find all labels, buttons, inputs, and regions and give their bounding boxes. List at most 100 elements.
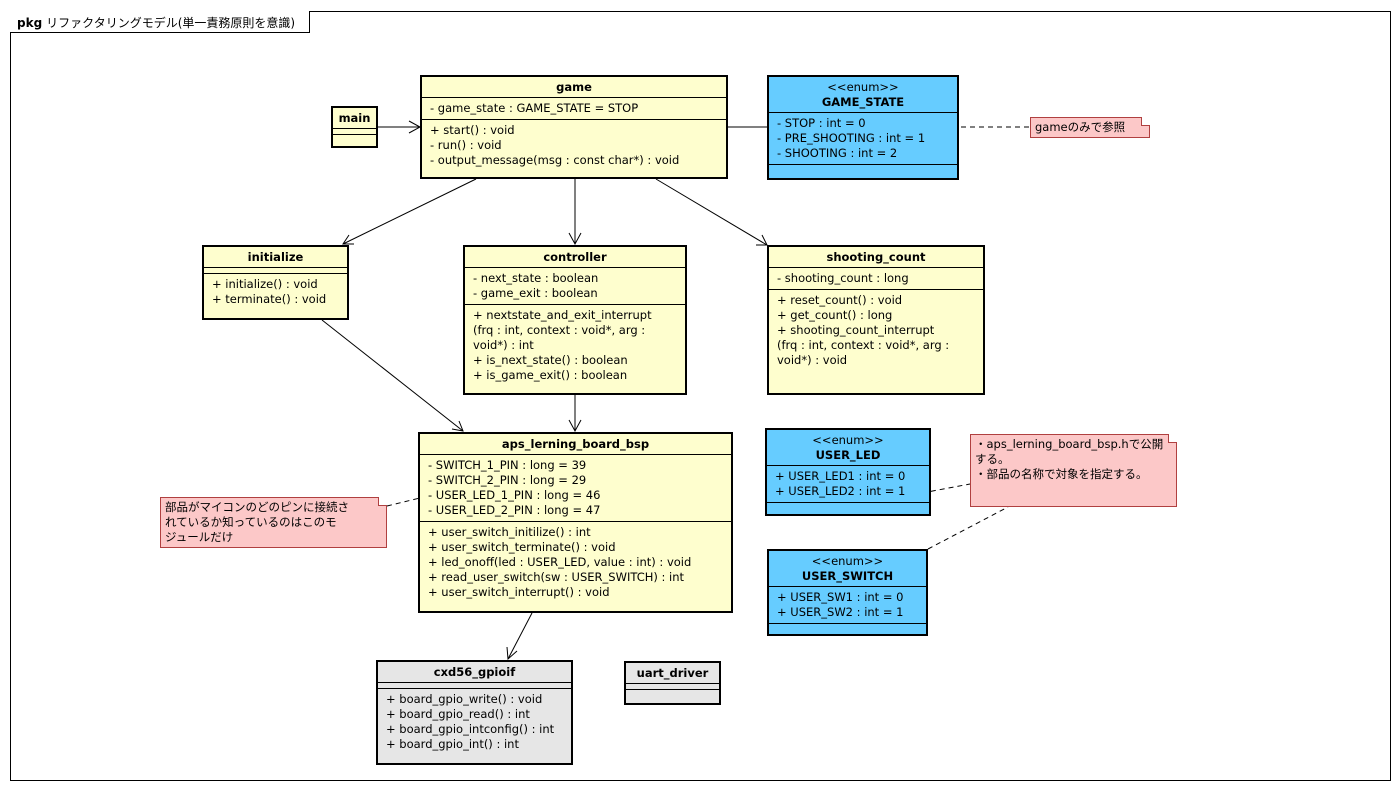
operations-compartment: + user_switch_initilize() : int + user_s… — [420, 521, 731, 603]
operation: + board_gpio_write() : void — [386, 692, 543, 706]
attributes-compartment: - STOP : int = 0 - PRE_SHOOTING : int = … — [769, 112, 957, 164]
class-shooting-count: shooting_count - shooting_count : long +… — [767, 245, 985, 395]
operation: - output_message(msg : const char*) : vo… — [430, 153, 680, 167]
operations-compartment: + reset_count() : void + get_count() : l… — [769, 289, 983, 371]
note-text: する。 — [975, 452, 1010, 466]
attributes-compartment: - SWITCH_1_PIN : long = 39 - SWITCH_2_PI… — [420, 454, 731, 521]
attributes-compartment: - shooting_count : long — [769, 267, 983, 289]
operation: (frq : int, context : void*, arg : — [473, 323, 646, 337]
edge-game-initialize — [342, 178, 477, 245]
class-name: game — [556, 80, 592, 94]
note-text: れているか知っているのはこのモ — [165, 515, 337, 529]
note-text: ・部品の名称で対象を指定する。 — [975, 467, 1148, 481]
enum-literal: + USER_LED1 : int = 0 — [775, 469, 906, 483]
operation: + initialize() : void — [212, 277, 318, 291]
operations-compartment: + nextstate_and_exit_interrupt (frq : in… — [465, 304, 685, 386]
class-initialize: initialize + initialize() : void + termi… — [202, 245, 349, 320]
arrowhead-initialize-bsp — [451, 420, 464, 432]
operation: + user_switch_interrupt() : void — [428, 585, 610, 599]
class-name: GAME_STATE — [821, 95, 905, 109]
attribute: - game_state : GAME_STATE = STOP — [430, 101, 639, 115]
stereotype: <<enum>> — [827, 80, 899, 94]
enum-literal: - STOP : int = 0 — [777, 116, 866, 130]
operations-compartment: + board_gpio_write() : void + board_gpio… — [378, 688, 571, 755]
arrowhead-controller-bsp — [568, 419, 582, 433]
package-name: リファクタリングモデル(単一責務原則を意識) — [46, 16, 296, 30]
operation: + read_user_switch(sw : USER_SWITCH) : i… — [428, 570, 685, 584]
note-link-bsp-pins — [386, 496, 425, 507]
operation: + board_gpio_intconfig() : int — [386, 722, 555, 736]
class-uart-driver: uart_driver — [624, 661, 721, 705]
class-name: controller — [543, 250, 607, 264]
attribute: - SWITCH_1_PIN : long = 39 — [428, 458, 587, 472]
enum-literal: - PRE_SHOOTING : int = 1 — [777, 131, 926, 145]
edge-game-shootingcount — [655, 178, 768, 246]
attribute: - USER_LED_2_PIN : long = 47 — [428, 503, 601, 517]
operation: (frq : int, context : void*, arg : — [777, 338, 950, 352]
edge-initialize-bsp — [321, 319, 464, 432]
operations-compartment: + start() : void - run() : void - output… — [422, 119, 726, 171]
arrowhead-game-initialize — [342, 234, 354, 245]
class-controller: controller - next_state : boolean - game… — [463, 245, 687, 395]
note-text: gameのみで参照 — [1035, 120, 1126, 134]
operation: + reset_count() : void — [777, 293, 903, 307]
class-name: USER_SWITCH — [801, 569, 894, 583]
class-cxd56-gpioif: cxd56_gpioif + board_gpio_write() : void… — [376, 660, 573, 765]
operation: + user_switch_initilize() : int — [428, 525, 591, 539]
operation: void*) : void — [777, 353, 848, 367]
arrowhead-bsp-gpioif — [506, 646, 518, 661]
attribute: - next_state : boolean — [473, 271, 599, 285]
operation: + user_switch_terminate() : void — [428, 540, 616, 554]
attributes-compartment: - game_state : GAME_STATE = STOP — [422, 97, 726, 119]
attribute: - SWITCH_2_PIN : long = 29 — [428, 473, 587, 487]
operation: - run() : void — [430, 138, 502, 152]
note-game-only: gameのみで参照 — [1030, 117, 1150, 138]
operation: + board_gpio_int() : int — [386, 737, 519, 751]
operation: + board_gpio_read() : int — [386, 707, 530, 721]
operation: + start() : void — [430, 123, 515, 137]
edge-bsp-gpioif — [507, 612, 533, 660]
operation: + shooting_count_interrupt — [777, 323, 935, 337]
package-frame — [10, 11, 1391, 781]
operations-compartment: + initialize() : void + terminate() : vo… — [204, 273, 347, 310]
stereotype: <<enum>> — [811, 554, 884, 568]
enum-user-switch: <<enum>> USER_SWITCH + USER_SW1 : int = … — [767, 549, 928, 636]
operation: + get_count() : long — [777, 308, 893, 322]
class-name: USER_LED — [815, 448, 881, 462]
package-keyword: pkg — [17, 16, 43, 30]
operation: + nextstate_and_exit_interrupt — [473, 308, 652, 322]
stereotype: <<enum>> — [812, 433, 884, 447]
class-name: uart_driver — [636, 666, 709, 680]
enum-literal: + USER_SW2 : int = 1 — [777, 605, 904, 619]
enum-literal: - SHOOTING : int = 2 — [777, 146, 898, 160]
operation: + terminate() : void — [212, 292, 327, 306]
attributes-compartment: + USER_SW1 : int = 0 + USER_SW2 : int = … — [769, 586, 926, 623]
attributes-compartment: - next_state : boolean - game_exit : boo… — [465, 267, 685, 304]
operation: + is_next_state() : boolean — [473, 353, 628, 367]
operation: + led_onoff(led : USER_LED, value : int)… — [428, 555, 692, 569]
attribute: - shooting_count : long — [777, 271, 909, 285]
operation: + is_game_exit() : boolean — [473, 368, 628, 382]
attributes-compartment: + USER_LED1 : int = 0 + USER_LED2 : int … — [767, 465, 929, 502]
class-name: cxd56_gpioif — [433, 665, 516, 679]
arrowhead-game-controller — [568, 232, 582, 246]
class-name: main — [338, 111, 371, 125]
note-text: 部品がマイコンのどのピンに接続さ — [165, 500, 349, 514]
note-link-public-enum-switch — [927, 506, 1009, 550]
note-public-enum: ・aps_lerning_board_bsp.hで公開 する。 ・部品の名称で対… — [970, 434, 1177, 507]
class-main: main — [331, 106, 378, 148]
note-text: ジュールだけ — [165, 530, 234, 544]
enum-literal: + USER_SW1 : int = 0 — [777, 590, 904, 604]
note-link-public-enum-led — [921, 483, 971, 494]
enum-user-led: <<enum>> USER_LED + USER_LED1 : int = 0 … — [765, 428, 931, 516]
class-name: aps_lerning_board_bsp — [501, 437, 650, 451]
note-bsp-pins: 部品がマイコンのどのピンに接続さ れているか知っているのはこのモ ジュールだけ — [160, 497, 387, 548]
attribute: - game_exit : boolean — [473, 286, 598, 300]
note-text: ・aps_lerning_board_bsp.hで公開 — [975, 437, 1164, 451]
enum-game-state: <<enum>> GAME_STATE - STOP : int = 0 - P… — [767, 75, 959, 180]
enum-literal: + USER_LED2 : int = 1 — [775, 484, 906, 498]
class-game: game - game_state : GAME_STATE = STOP + … — [420, 75, 728, 179]
